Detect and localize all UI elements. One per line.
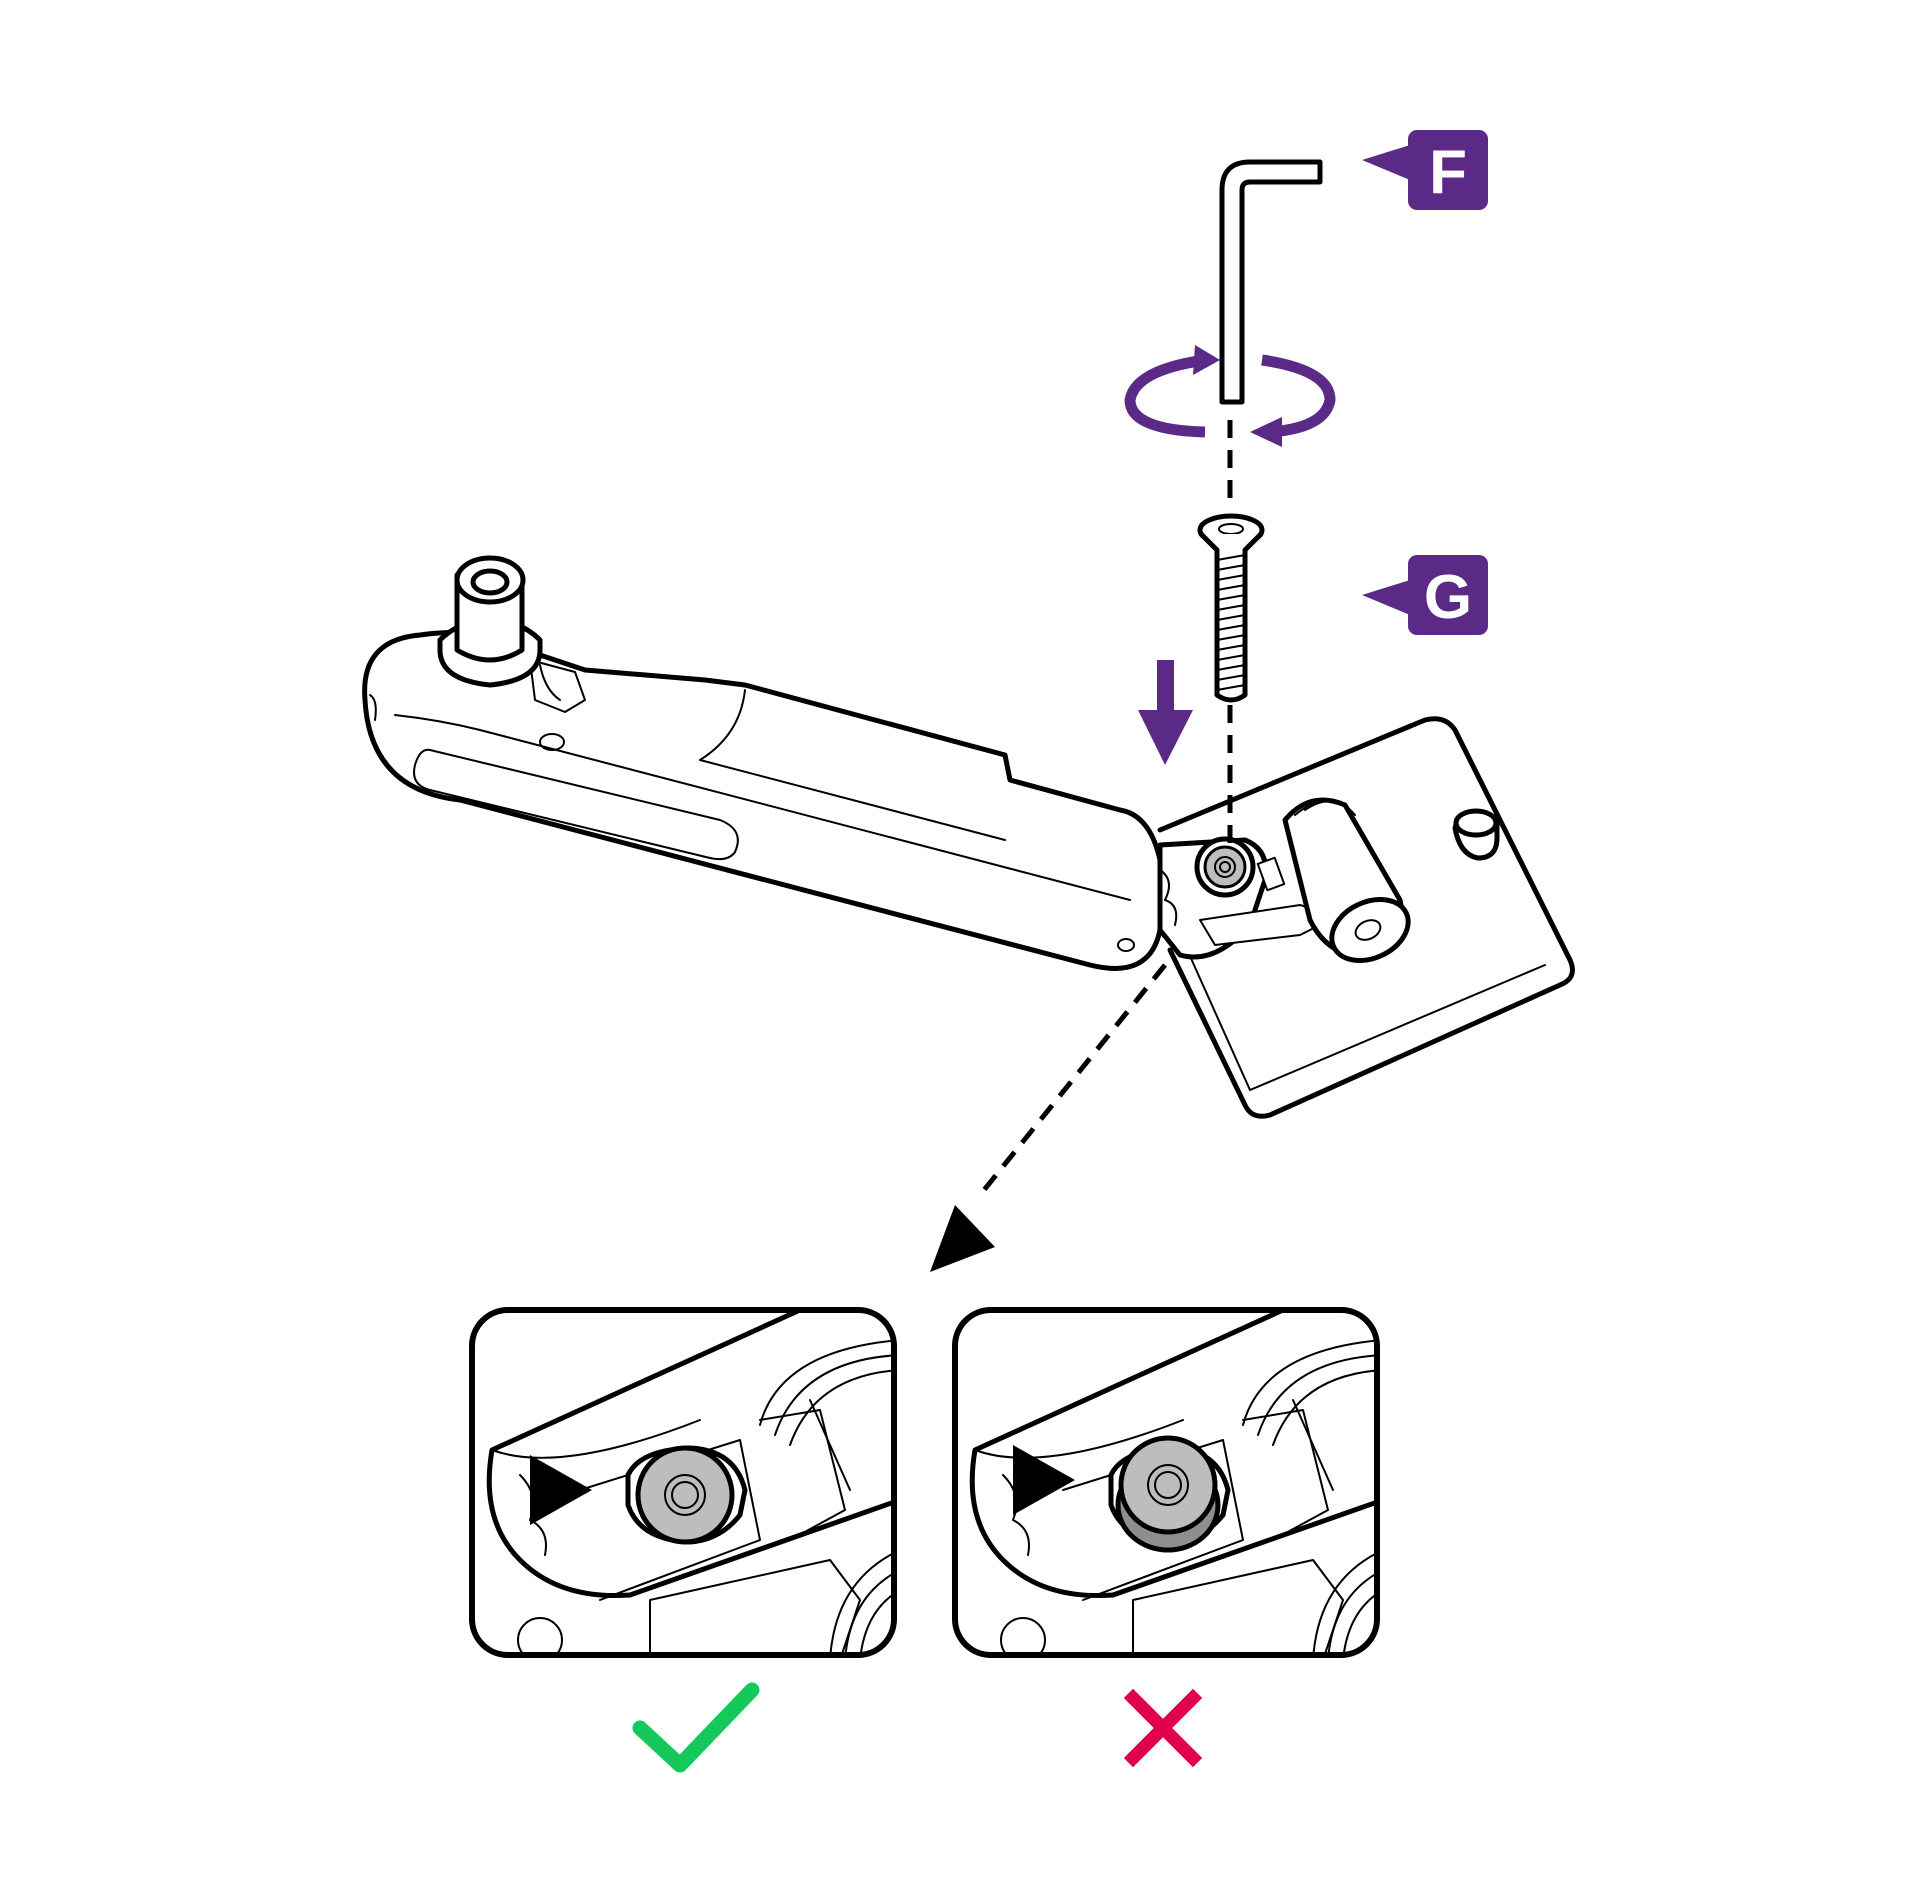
pointer-triangle	[1013, 1445, 1075, 1515]
label-badge-g: G	[1362, 555, 1488, 635]
label-f-text: F	[1429, 138, 1467, 207]
check-icon	[632, 1682, 760, 1773]
screw	[1197, 513, 1265, 703]
detail-callout-line	[978, 963, 1167, 1197]
label-g-text: G	[1424, 563, 1472, 632]
hinge-roller	[1282, 797, 1411, 963]
detail-panel-correct	[469, 1307, 897, 1658]
down-arrow-icon	[1138, 660, 1193, 765]
allen-key	[1219, 159, 1323, 405]
cross-icon	[1123, 1688, 1203, 1768]
hinge-joint	[1157, 797, 1411, 963]
pointer-triangle	[530, 1455, 592, 1525]
arm-assembly	[362, 555, 1163, 971]
rotate-arrows-icon	[1124, 354, 1336, 438]
detail-panel-incorrect	[952, 1307, 1380, 1658]
detail-callout-arrowhead	[930, 1205, 995, 1272]
arm-post	[437, 555, 543, 688]
arm-slot	[413, 748, 739, 861]
label-badge-f: F	[1362, 130, 1488, 210]
